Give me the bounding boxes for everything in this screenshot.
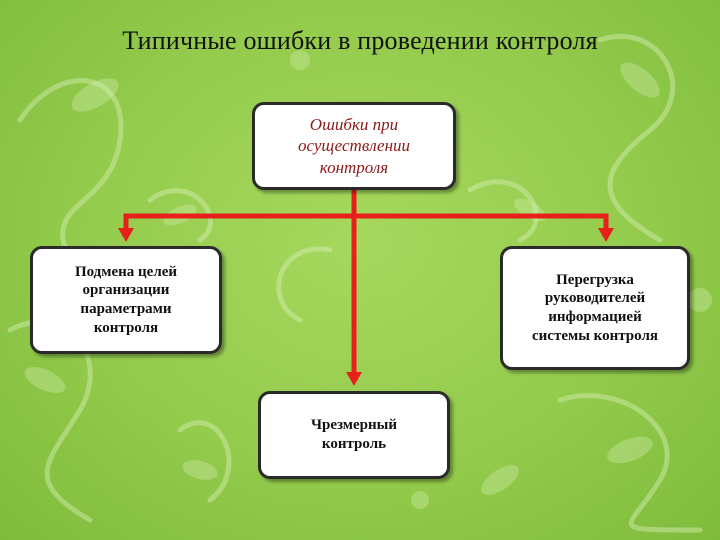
child-label-line: Перегрузка [556,271,634,288]
child-node-excessive-control: Чрезмерный контроль [258,391,450,479]
child-label-line: системы контроля [532,327,658,344]
root-node-box: Ошибки при осуществлении контроля [252,102,456,190]
child-node-goal-substitution: Подмена целей организации параметрами ко… [30,246,222,354]
root-label-line: Ошибки при [309,115,399,135]
child-node-label: Чрезмерный контроль [311,416,397,454]
arrowhead-right [598,228,614,242]
child-node-label: Подмена целей организации параметрами ко… [75,263,177,338]
root-label-line: контроля [319,157,389,177]
root-label-line: осуществлении [297,136,411,156]
child-node-label: Перегрузка руководителей информацией сис… [532,271,658,346]
arrowhead-left [118,228,134,242]
child-node-information-overload: Перегрузка руководителей информацией сис… [500,246,690,370]
child-label-line: Подмена целей [74,263,178,280]
root-node-label: Ошибки при осуществлении контроля [298,114,410,178]
child-label-line: руководителей [544,290,646,307]
slide-title: Типичные ошибки в проведении контроля [122,26,598,55]
child-label-line: контроля [93,319,159,336]
arrowhead-bottom [346,372,362,386]
child-label-line: параметрами [80,301,172,317]
child-label-line: Чрезмерный [310,417,398,434]
child-label-line: контроль [321,436,387,452]
child-label-line: информацией [548,309,642,325]
child-label-line: организации [82,282,170,299]
